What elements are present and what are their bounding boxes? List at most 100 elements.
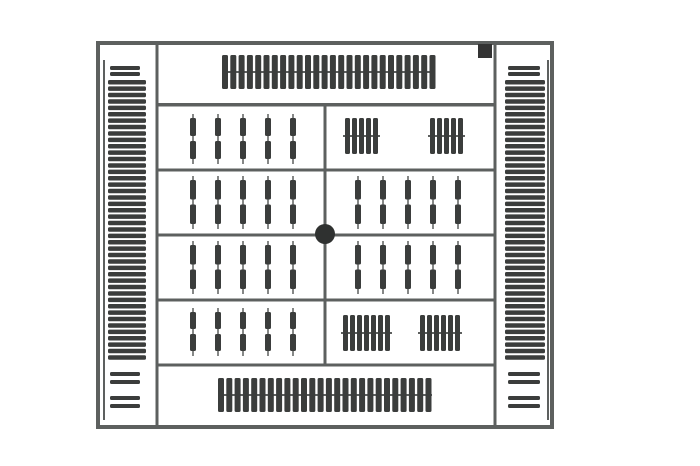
track-link	[505, 80, 545, 85]
track-link	[108, 291, 146, 296]
track-link	[455, 269, 461, 289]
track-link	[437, 118, 442, 154]
track-link	[334, 378, 341, 412]
track-link	[508, 72, 540, 76]
track-link	[108, 348, 146, 354]
track-link	[110, 66, 140, 70]
track-link	[379, 55, 386, 89]
track-link	[345, 118, 350, 154]
track-link	[505, 304, 545, 309]
track-link	[455, 315, 460, 351]
track-link	[108, 112, 146, 117]
track-link	[505, 355, 545, 360]
track-link	[505, 176, 545, 181]
track-link	[110, 380, 140, 384]
track-link	[190, 180, 196, 200]
track-link	[350, 378, 357, 412]
track-link	[108, 284, 146, 290]
track-link	[505, 92, 545, 98]
track-link	[373, 118, 378, 154]
track-link	[505, 150, 545, 155]
track-link	[434, 315, 439, 351]
track-link	[108, 169, 146, 175]
track-link	[108, 316, 146, 322]
track-link	[267, 378, 274, 412]
track-link	[505, 220, 545, 226]
track-link	[265, 180, 271, 200]
track-link	[505, 156, 545, 162]
track-link	[284, 378, 291, 412]
track-link	[190, 141, 196, 159]
track-link	[505, 259, 545, 264]
track-link	[108, 156, 146, 162]
track-link	[290, 204, 296, 224]
track-link	[215, 269, 221, 289]
track-link	[108, 92, 146, 98]
track-link	[108, 182, 146, 187]
track-link	[359, 118, 364, 154]
track-link	[265, 245, 271, 265]
track-link	[259, 378, 266, 412]
track-link	[385, 315, 390, 351]
track-link	[108, 233, 146, 239]
track-link	[317, 378, 324, 412]
track-link	[375, 378, 382, 412]
track-link	[371, 55, 378, 89]
track-link	[455, 204, 461, 224]
track-link	[505, 336, 545, 341]
track-link	[505, 144, 545, 149]
track-link	[364, 315, 369, 351]
track-link	[363, 55, 370, 89]
track-link	[342, 378, 349, 412]
track-link	[290, 312, 296, 329]
track-link	[108, 272, 146, 277]
track-link	[346, 55, 353, 89]
track-link	[108, 195, 146, 200]
track-link	[108, 105, 146, 111]
track-link	[251, 378, 258, 412]
track-link	[505, 163, 545, 168]
track-link	[108, 252, 146, 258]
track-link	[417, 378, 424, 412]
track-link	[505, 124, 545, 130]
track-link	[265, 204, 271, 224]
track-link	[280, 55, 287, 89]
track-link	[396, 55, 403, 89]
track-link	[255, 55, 262, 89]
track-link	[505, 112, 545, 117]
track-link	[309, 378, 316, 412]
track-link	[240, 180, 246, 200]
track-link	[505, 182, 545, 187]
track-link	[325, 378, 332, 412]
track-link	[505, 284, 545, 290]
track-link	[108, 188, 146, 194]
track-link	[505, 272, 545, 277]
track-link	[108, 336, 146, 341]
track-link	[505, 278, 545, 283]
track-link	[108, 259, 146, 264]
track-link	[108, 99, 146, 104]
track-link	[108, 342, 146, 347]
track-link	[108, 201, 146, 207]
track-link	[108, 278, 146, 283]
track-link	[405, 245, 411, 265]
track-link	[505, 137, 545, 143]
track-link	[343, 315, 348, 351]
track-link	[246, 55, 253, 89]
track-link	[352, 118, 357, 154]
track-link	[190, 245, 196, 265]
track-link	[218, 378, 224, 412]
track-link	[412, 55, 419, 89]
track-link	[108, 246, 146, 251]
track-link	[110, 72, 140, 76]
track-link	[354, 55, 361, 89]
track-link	[430, 204, 436, 224]
track-link	[271, 55, 278, 89]
track-link	[505, 214, 545, 219]
track-link	[505, 118, 545, 123]
track-link	[108, 240, 146, 245]
track-link	[366, 118, 371, 154]
track-link	[505, 169, 545, 175]
track-link	[108, 124, 146, 130]
track-link	[408, 378, 415, 412]
